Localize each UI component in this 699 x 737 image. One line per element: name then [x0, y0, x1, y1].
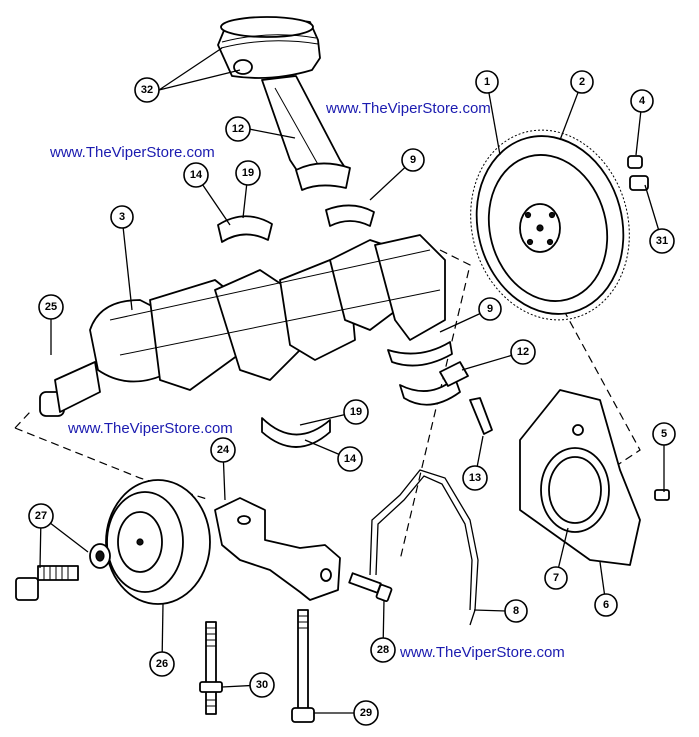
bearing-shells	[217, 204, 453, 448]
svg-text:12: 12	[232, 123, 244, 135]
callout-1: 1	[475, 70, 499, 94]
callout-3: 3	[110, 205, 134, 229]
svg-text:5: 5	[661, 428, 667, 440]
gasket	[369, 469, 479, 626]
svg-text:7: 7	[553, 572, 559, 584]
svg-text:24: 24	[217, 444, 230, 456]
callout-31: 31	[649, 228, 675, 254]
damper-bolt	[15, 543, 111, 601]
callout-7: 7	[544, 566, 568, 590]
callout-30: 30	[249, 672, 275, 698]
callout-19-lower: 19	[343, 399, 369, 425]
flywheel	[470, 129, 630, 321]
crankshaft	[39, 234, 446, 417]
callout-19-upper: 19	[235, 160, 261, 186]
vibration-damper	[105, 479, 211, 605]
callout-32: 32	[134, 77, 160, 103]
svg-text:26: 26	[156, 658, 168, 670]
callout-12-upper: 12	[225, 116, 251, 142]
svg-text:9: 9	[487, 303, 493, 315]
svg-text:2: 2	[579, 76, 585, 88]
callout-8: 8	[504, 599, 528, 623]
callout-28: 28	[370, 637, 396, 663]
watermark-top: www.TheViperStore.com	[326, 100, 491, 117]
svg-text:9: 9	[410, 154, 416, 166]
svg-text:3: 3	[119, 211, 125, 223]
svg-text:30: 30	[256, 679, 268, 691]
thrust-parts	[399, 361, 493, 435]
svg-text:32: 32	[141, 84, 153, 96]
watermark-bottom: www.TheViperStore.com	[400, 644, 565, 661]
callout-9-lower: 9	[478, 297, 502, 321]
svg-text:8: 8	[513, 605, 519, 617]
seal-retainer	[519, 389, 670, 566]
watermark-left: www.TheViperStore.com	[50, 144, 215, 161]
callout-13: 13	[462, 465, 488, 491]
watermark-middle: www.TheViperStore.com	[68, 420, 233, 437]
svg-text:28: 28	[377, 644, 389, 656]
svg-text:6: 6	[603, 599, 609, 611]
callout-2: 2	[570, 70, 594, 94]
cap-fasteners	[199, 572, 393, 723]
svg-text:1: 1	[484, 76, 490, 88]
callout-5: 5	[652, 422, 676, 446]
callout-14-lower: 14	[337, 446, 363, 472]
svg-text:31: 31	[656, 235, 668, 247]
svg-text:19: 19	[242, 167, 254, 179]
callout-25: 25	[38, 294, 64, 320]
svg-text:12: 12	[517, 346, 529, 358]
callout-14-upper: 14	[183, 162, 209, 188]
callout-4: 4	[630, 89, 654, 113]
svg-text:25: 25	[45, 301, 57, 313]
svg-text:14: 14	[190, 169, 203, 181]
svg-text:14: 14	[344, 453, 357, 465]
callout-26: 26	[149, 651, 175, 677]
callout-27: 27	[28, 503, 54, 529]
svg-text:29: 29	[360, 707, 372, 719]
svg-text:13: 13	[469, 472, 481, 484]
bearing-cap	[214, 497, 341, 601]
callout-29: 29	[353, 700, 379, 726]
svg-text:27: 27	[35, 510, 47, 522]
callout-6: 6	[594, 593, 618, 617]
callout-9-upper: 9	[401, 148, 425, 172]
svg-text:4: 4	[639, 95, 646, 107]
callout-12-lower: 12	[510, 339, 536, 365]
svg-text:19: 19	[350, 406, 362, 418]
piston-and-rod	[217, 16, 351, 191]
flywheel-fasteners	[627, 155, 649, 191]
callout-24: 24	[210, 437, 236, 463]
